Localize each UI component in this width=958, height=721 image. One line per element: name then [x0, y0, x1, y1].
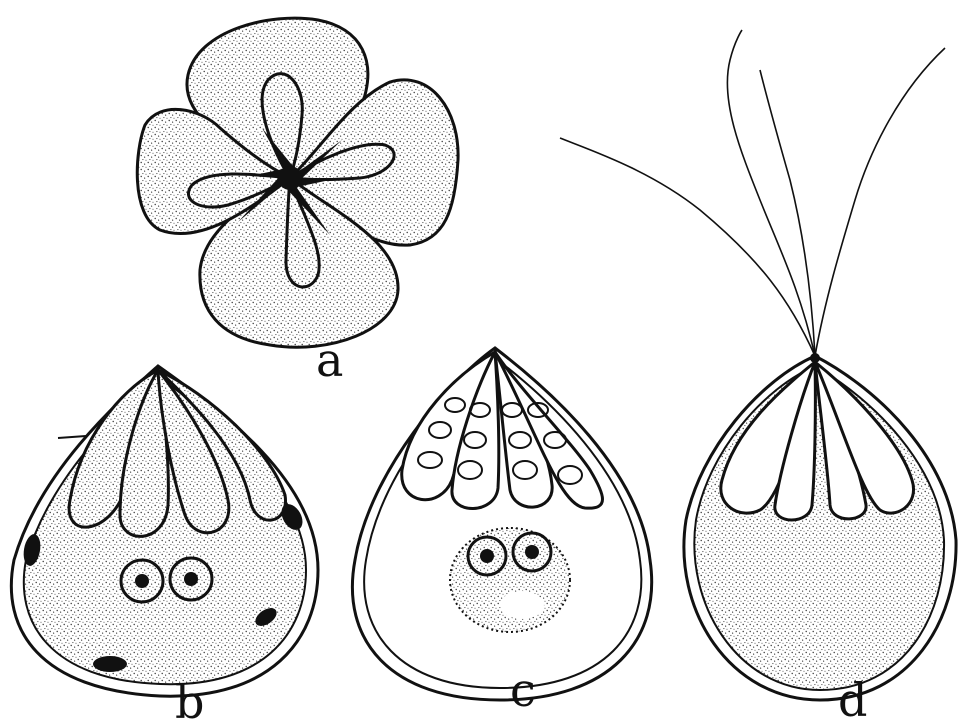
- panel-b: [11, 366, 318, 696]
- panel-c-nucleus-region: [450, 528, 570, 632]
- panel-d-wall-inner: [694, 366, 944, 690]
- panel-d-filaments: [560, 30, 945, 356]
- panel-c: [352, 348, 651, 700]
- label-b: b: [175, 675, 204, 721]
- label-d: d: [838, 673, 867, 721]
- label-a: a: [316, 333, 343, 387]
- panel-a: [137, 18, 458, 347]
- label-c: c: [510, 663, 536, 717]
